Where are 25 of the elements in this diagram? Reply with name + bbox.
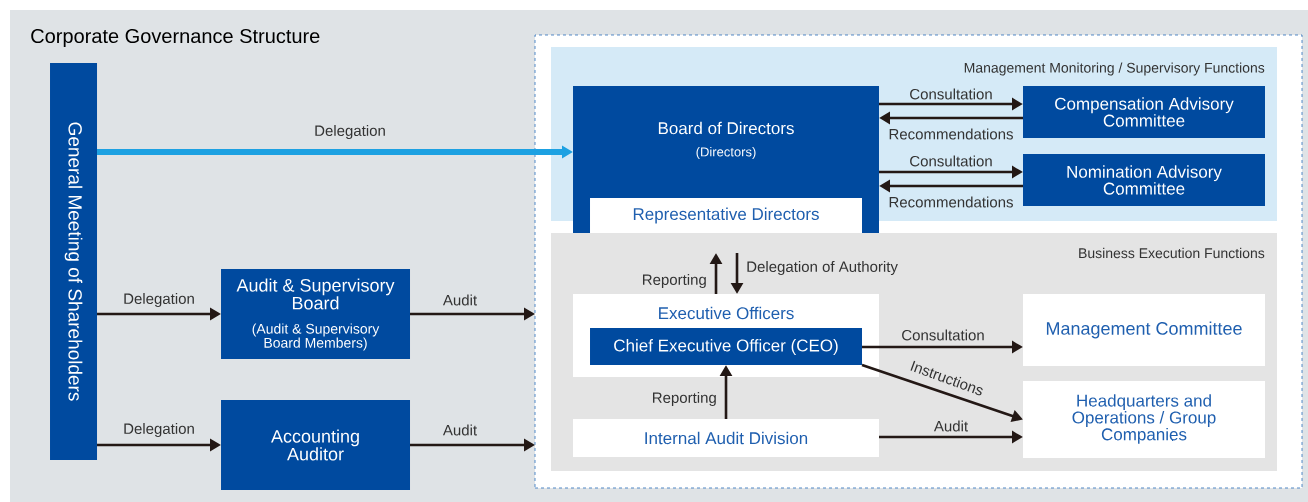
edge-label: Recommendations	[889, 196, 1013, 208]
edge-label: Audit	[442, 424, 477, 436]
edge-label: Delegation	[124, 293, 194, 307]
edge-label: Reporting	[643, 274, 706, 288]
edge-label: Consultation	[910, 88, 992, 100]
process-box: Accounting Auditor	[221, 400, 410, 490]
edge-label: Audit	[933, 420, 968, 432]
edge-label: Consultation	[902, 329, 984, 341]
process-box: Nomination Advisory Committee	[1023, 154, 1265, 206]
process-box: Chief Executive Officer (CEO)	[590, 328, 862, 365]
edge-label: Audit	[442, 294, 477, 306]
process-box: Internal Audit Division	[573, 419, 879, 457]
edge-label: Delegation	[315, 125, 385, 139]
edge-label: Consultation	[910, 155, 992, 167]
process-box: Compensation Advisory Committee	[1023, 86, 1265, 138]
vertical-box: General Meeting of Shareholders	[50, 63, 97, 460]
edge-label: Recommendations	[889, 128, 1013, 140]
process-box: Headquarters and Operations / Group Companies	[1023, 381, 1265, 458]
edge-label: Delegation	[124, 423, 194, 437]
process-box: Audit & Supervisory Board (Audit & Supervisory Board Members)	[221, 269, 410, 359]
process-box: Management Committee	[1023, 294, 1265, 366]
process-box: Representative Directors	[590, 198, 862, 233]
edge-label: Delegation of Authority	[747, 261, 898, 275]
edge-label: Reporting	[653, 392, 716, 406]
title: Corporate Governance Structure	[31, 28, 320, 48]
